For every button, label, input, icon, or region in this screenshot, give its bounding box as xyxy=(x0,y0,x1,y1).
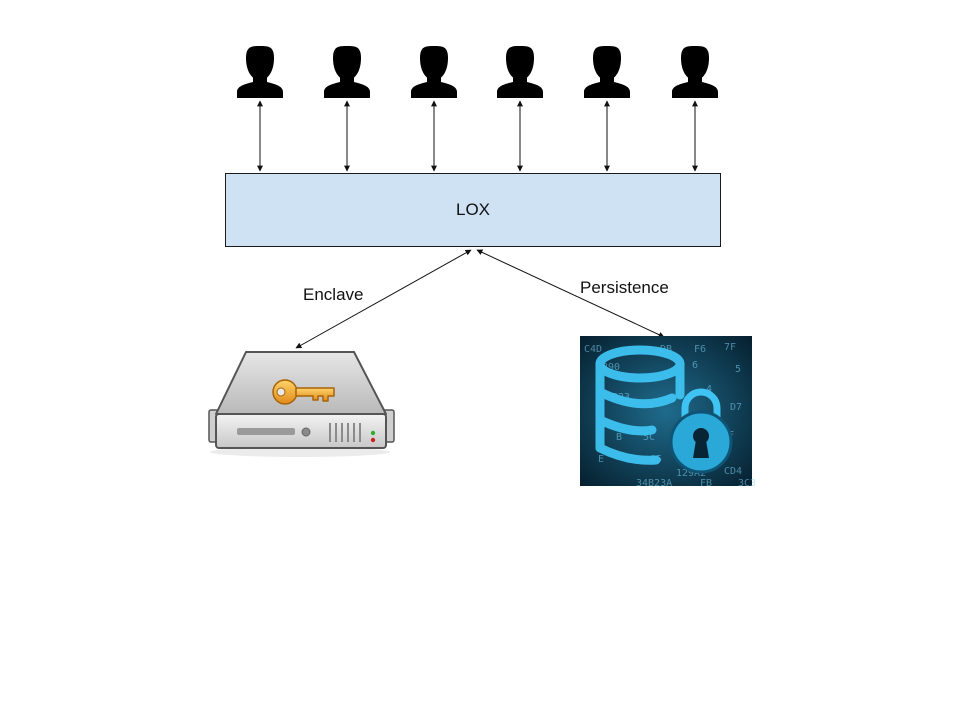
user-silhouette-icon xyxy=(584,46,630,98)
user-silhouette-icon xyxy=(672,46,718,98)
persistence-label: Persistence xyxy=(580,278,669,297)
database-glyph: 34B23A xyxy=(636,478,672,489)
database-glyph: 3C3 xyxy=(738,478,756,489)
database-glyph: 6 xyxy=(692,360,698,371)
database-lock-icon: C4DF67F890654B5CEFA5129A2CD434B23AFB3C3B… xyxy=(580,336,756,489)
database-glyph: 5C xyxy=(643,432,655,443)
database-glyph: F6 xyxy=(694,344,706,355)
database-glyph: 129A2 xyxy=(676,468,706,479)
lox-label: LOX xyxy=(455,200,491,219)
user-lox-connections xyxy=(257,100,698,172)
server-with-key-icon xyxy=(208,351,395,457)
user-silhouette-icon xyxy=(237,46,283,98)
enclave-connection-arrow xyxy=(295,249,472,349)
database-glyph: E xyxy=(598,454,604,465)
users-row xyxy=(237,46,718,98)
lox-box: LOX xyxy=(225,173,721,247)
user-silhouette-icon xyxy=(411,46,457,98)
database-glyph: 890 xyxy=(602,362,620,373)
database-glyph: B xyxy=(616,432,622,443)
database-glyph: FB xyxy=(700,478,712,489)
user-silhouette-icon xyxy=(497,46,543,98)
database-glyph: CD4 xyxy=(724,466,742,477)
database-glyph: 5 xyxy=(735,364,741,375)
enclave-label: Enclave xyxy=(303,285,364,304)
persistence-connection-arrow xyxy=(476,249,665,338)
database-glyph: 7F xyxy=(724,342,736,353)
database-glyph: C4D xyxy=(584,344,602,355)
user-silhouette-icon xyxy=(324,46,370,98)
database-glyph: D7 xyxy=(730,402,742,413)
database-glyph: 4 xyxy=(706,384,712,395)
